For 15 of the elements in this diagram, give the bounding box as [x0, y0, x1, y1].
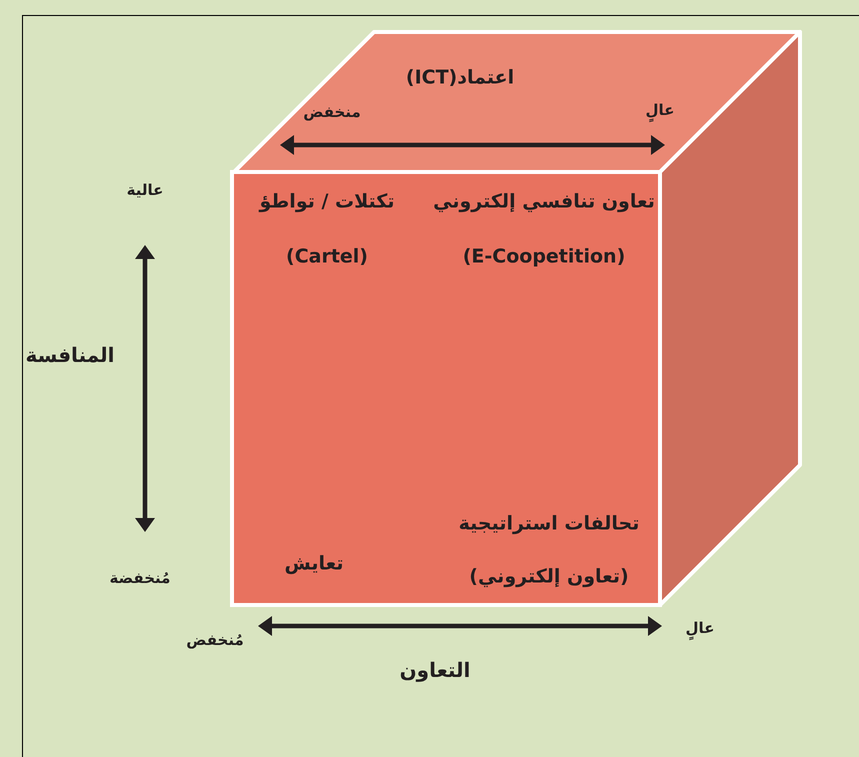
axis-label: مُنخفضة: [110, 569, 170, 587]
cube-front-face: [230, 170, 662, 607]
axis-label: عالية: [126, 181, 164, 199]
quadrant-label: (Cartel): [286, 246, 368, 268]
quadrant-label: تعايش: [284, 552, 344, 576]
quadrant-label: (E-Coopetition): [462, 246, 626, 268]
quadrant-label: تعاون تنافسي إلكتروني: [433, 190, 655, 214]
quadrant-label: تحالفات استراتيجية: [458, 512, 640, 536]
face-title: اعتماد(ICT): [406, 66, 514, 90]
quadrant-label: تكتلات / تواطؤ: [260, 190, 394, 214]
axis-title: المنافسة: [25, 343, 115, 367]
quadrant-label: (تعاون إلكتروني): [469, 566, 629, 588]
axis-title: التعاون: [400, 658, 470, 682]
axis-label: منخفض: [303, 103, 361, 121]
axis-label: مُنخفض: [186, 631, 244, 649]
